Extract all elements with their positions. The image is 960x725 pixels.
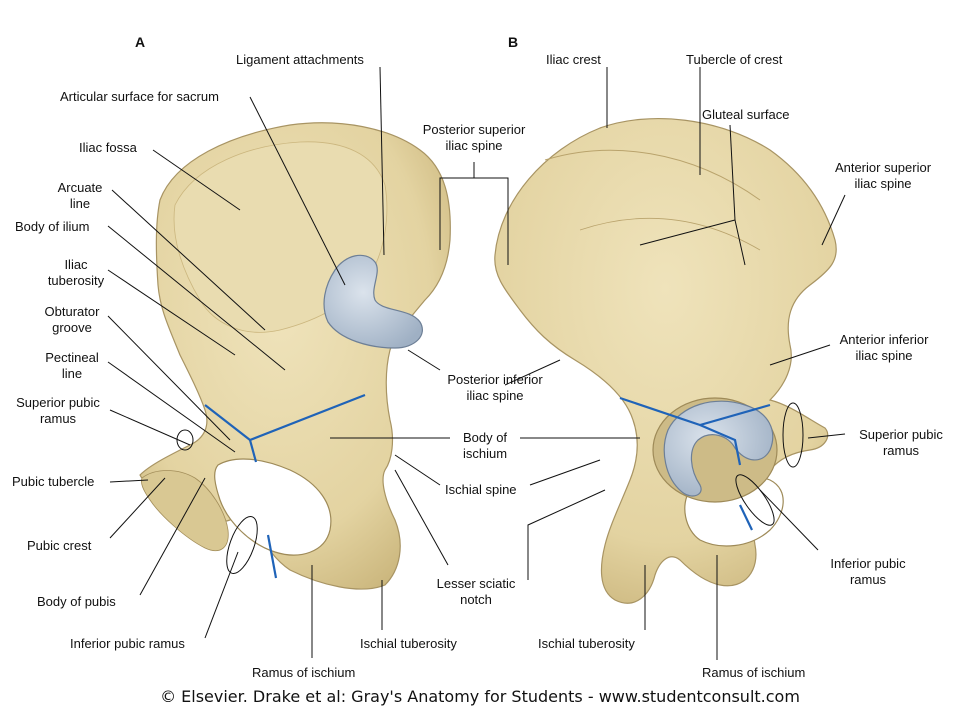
label-posterior-superior-iliac-spine: Posterior superior iliac spine	[422, 122, 526, 153]
panel-label-b: B	[508, 34, 519, 50]
label-posterior-inferior-iliac-spine: Posterior inferior iliac spine	[447, 372, 543, 403]
label-lesser-sciatic-notch: Lesser sciatic notch	[436, 576, 516, 607]
bone-b-lateral-view	[494, 117, 837, 604]
label-inferior-pubic-ramus-b: Inferior pubic ramus	[830, 556, 906, 587]
label-ramus-of-ischium-b: Ramus of ischium	[702, 665, 806, 680]
label-iliac-tuberosity: Iliac tuberosity	[47, 257, 105, 288]
label-iliac-crest: Iliac crest	[546, 52, 601, 67]
label-pubic-crest: Pubic crest	[27, 538, 92, 553]
label-ischial-tuberosity-a: Ischial tuberosity	[360, 636, 457, 651]
label-iliac-fossa: Iliac fossa	[79, 140, 137, 155]
leader-lines-a	[107, 66, 385, 658]
copyright-footer: © Elsevier. Drake et al: Gray's Anatomy …	[160, 687, 800, 706]
label-ischial-tuberosity-b: Ischial tuberosity	[538, 636, 635, 651]
label-anterior-superior-iliac-spine: Anterior superior iliac spine	[834, 160, 932, 191]
label-ligament-attachments: Ligament attachments	[236, 52, 364, 67]
label-anterior-inferior-iliac-spine: Anterior inferior iliac spine	[839, 332, 929, 363]
label-pubic-tubercle: Pubic tubercle	[12, 474, 95, 489]
label-arcuate-line: Arcuate line	[57, 180, 103, 211]
label-tubercle-of-crest: Tubercle of crest	[686, 52, 783, 67]
leader-lines-center	[330, 162, 640, 580]
label-body-of-ilium: Body of ilium	[15, 219, 90, 234]
panel-label-a: A	[135, 34, 146, 50]
label-gluteal-surface: Gluteal surface	[702, 107, 790, 122]
bone-a-medial-view	[139, 122, 451, 590]
label-inferior-pubic-ramus-a: Inferior pubic ramus	[70, 636, 185, 651]
label-ramus-of-ischium-a: Ramus of ischium	[252, 665, 356, 680]
label-body-of-pubis: Body of pubis	[37, 594, 116, 609]
label-body-of-ischium: Body of ischium	[462, 430, 508, 461]
label-ischial-spine: Ischial spine	[445, 482, 517, 497]
leader-lines-b	[606, 67, 846, 660]
label-obturator-groove: Obturator groove	[44, 304, 100, 335]
label-articular-surface-for-sacrum: Articular surface for sacrum	[60, 89, 219, 104]
label-superior-pubic-ramus-b: Superior pubic ramus	[859, 427, 943, 458]
label-superior-pubic-ramus-a: Superior pubic ramus	[16, 395, 100, 426]
label-pectineal-line: Pectineal line	[45, 350, 99, 381]
